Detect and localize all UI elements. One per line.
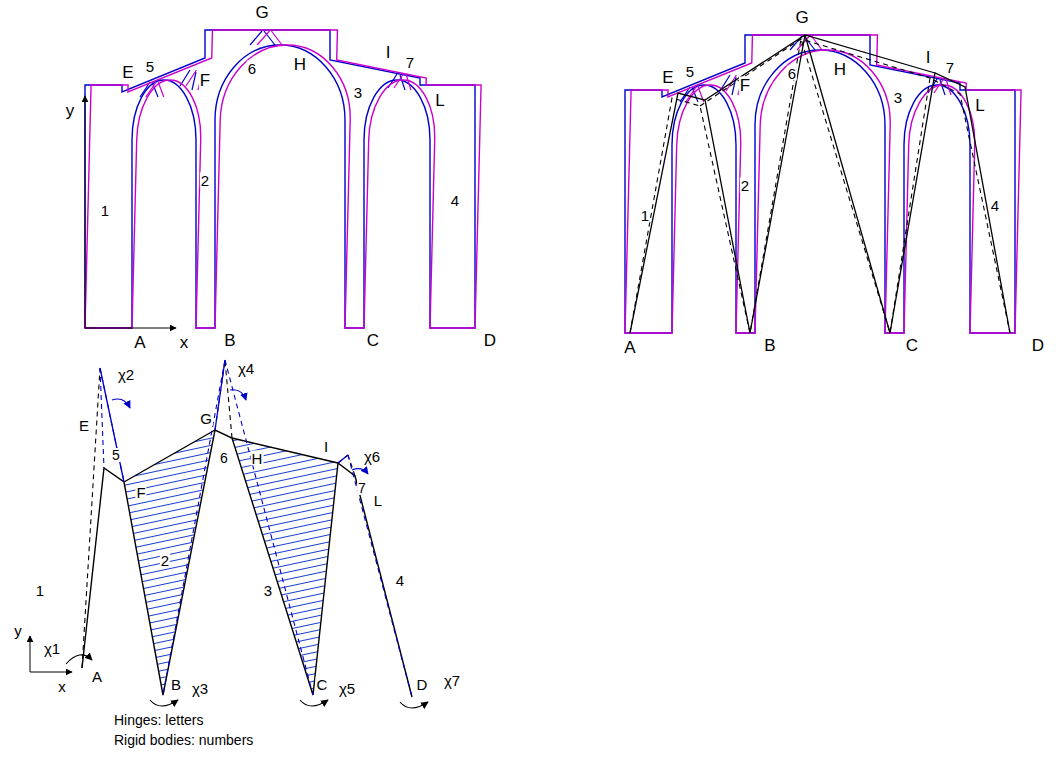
figure-label: G xyxy=(794,9,809,26)
figure-label: A xyxy=(91,669,103,684)
figure-label: 3 xyxy=(263,583,273,598)
figure-label: G xyxy=(199,411,213,426)
figure-label: I xyxy=(323,439,329,454)
figure-label: H xyxy=(251,451,264,466)
legend-note: Rigid bodies: numbers xyxy=(113,733,254,747)
figure-label: B xyxy=(763,337,776,354)
figure-label: D xyxy=(483,332,497,349)
figure-label: 2 xyxy=(160,553,170,568)
figure-label: A xyxy=(133,334,146,351)
figure-label: C xyxy=(905,337,919,354)
figure-label: B xyxy=(170,677,182,692)
figure-label: χ3 xyxy=(191,681,209,696)
figure-label: 3 xyxy=(353,85,363,100)
figure-label: L xyxy=(974,97,985,114)
figure-label: 5 xyxy=(145,59,155,74)
legend-note: Hinges: letters xyxy=(113,713,204,727)
figure-label: H xyxy=(293,56,307,73)
figure-label: F xyxy=(135,485,146,500)
figure-label: 6 xyxy=(219,451,229,465)
figure-label: L xyxy=(373,493,383,508)
figure-label: 6 xyxy=(247,61,257,76)
figure-label: B xyxy=(223,332,236,349)
figure-label: 5 xyxy=(111,448,121,462)
figure-label: D xyxy=(416,677,429,692)
figure-label: y xyxy=(13,623,23,638)
figure-label: 7 xyxy=(945,60,955,75)
figure-label: 4 xyxy=(395,573,405,588)
figure-label: E xyxy=(661,69,674,86)
figure-label: χ7 xyxy=(443,673,461,688)
figure-label: 2 xyxy=(740,178,750,193)
figure-label: I xyxy=(385,44,392,61)
figure-label: F xyxy=(199,72,211,89)
figure-label: D xyxy=(1031,337,1045,354)
figure-label: 2 xyxy=(200,173,210,188)
figure-label: 4 xyxy=(450,193,460,208)
kinematic-scheme xyxy=(30,360,428,708)
figure-label: E xyxy=(121,64,134,81)
figure-label: I xyxy=(925,49,932,66)
figure-label: E xyxy=(78,418,90,433)
figure-label: χ1 xyxy=(43,641,61,656)
figure-label: χ2 xyxy=(117,367,135,382)
figure-label: y xyxy=(65,102,76,119)
figure-label: 5 xyxy=(685,64,695,79)
figure-label: 4 xyxy=(990,198,1000,213)
figure-label: 1 xyxy=(640,208,650,223)
figure-label: C xyxy=(316,677,329,692)
figure-label: 7 xyxy=(357,481,367,495)
arch-structure-with-mechanism xyxy=(625,35,1022,333)
figure-label: χ4 xyxy=(237,361,255,376)
figure-label: x xyxy=(179,334,190,351)
figure-label: 1 xyxy=(100,203,110,218)
figure-label: χ5 xyxy=(338,681,356,696)
figure-label: x xyxy=(57,679,67,694)
figure-label: G xyxy=(254,4,269,21)
figure-label: χ6 xyxy=(363,449,381,464)
arch-structure xyxy=(85,30,482,328)
figure-label: C xyxy=(366,332,380,349)
figure-label: 3 xyxy=(893,90,903,105)
figure-label: 6 xyxy=(787,66,797,81)
figure-label: 1 xyxy=(35,583,45,598)
figure-label: L xyxy=(434,92,445,109)
figure-label: F xyxy=(739,77,751,94)
figure-label: 7 xyxy=(405,55,415,70)
figure-label: H xyxy=(833,61,847,78)
figure-label: A xyxy=(623,339,636,356)
